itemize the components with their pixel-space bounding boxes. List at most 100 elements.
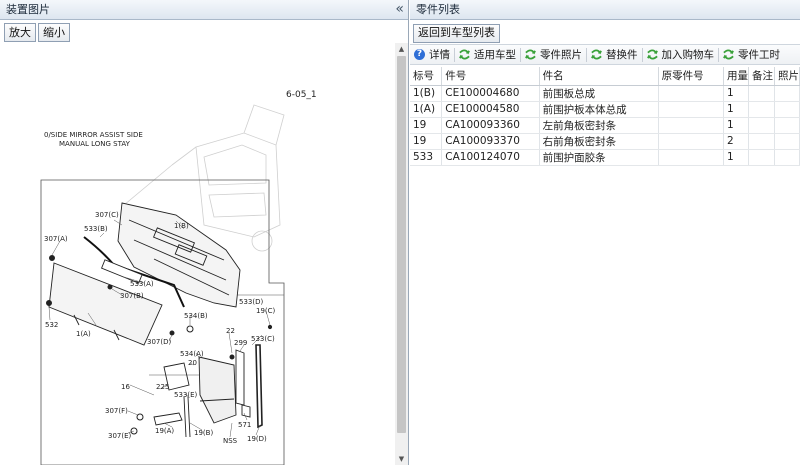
col-part-no[interactable]: 件号 bbox=[441, 67, 540, 86]
cell-qty: 2 bbox=[723, 133, 749, 150]
table-row[interactable]: 19 CA100093370 右前角板密封条 2 bbox=[410, 133, 800, 150]
callout-nss[interactable]: NSS bbox=[223, 437, 238, 445]
callout-307d[interactable]: 307(D) bbox=[147, 338, 171, 346]
truck-cab-outline bbox=[123, 104, 285, 252]
callout-19d[interactable]: 19(D) bbox=[247, 435, 267, 443]
action-details-button[interactable]: ? 详情 bbox=[410, 45, 454, 64]
bolt-19c bbox=[267, 324, 273, 330]
cell-ref: 19 bbox=[410, 133, 443, 150]
cell-photo bbox=[774, 133, 800, 150]
callout-19b[interactable]: 19(B) bbox=[194, 429, 213, 437]
callout-1a[interactable]: 1(A) bbox=[76, 330, 91, 338]
arrows-icon bbox=[591, 49, 602, 60]
callout-16[interactable]: 16 bbox=[121, 383, 130, 391]
action-part-photos-label: 零件照片 bbox=[540, 49, 582, 61]
parts-list-title: 零件列表 bbox=[416, 3, 460, 16]
col-name[interactable]: 件名 bbox=[539, 67, 659, 86]
toolbar-separator bbox=[586, 47, 587, 62]
diagram-scrollbar[interactable]: ▲ ▼ bbox=[395, 43, 408, 465]
cell-name: 右前角板密封条 bbox=[539, 133, 659, 150]
callout-307c[interactable]: 307(C) bbox=[95, 211, 119, 219]
arrows-icon bbox=[459, 49, 470, 60]
table-row[interactable]: 1(A) CE100004580 前围护板本体总成 1 bbox=[410, 101, 800, 118]
diagram-panel: 装置图片 « 放大 缩小 6-05_1 0/SIDE MIRROR ASSIST… bbox=[0, 0, 409, 465]
col-ref[interactable]: 标号 bbox=[410, 67, 443, 86]
action-replacement-label: 替换件 bbox=[606, 49, 638, 61]
cell-orig bbox=[658, 117, 725, 134]
scroll-down-icon[interactable]: ▼ bbox=[398, 455, 405, 463]
callout-labels: 307(C) 533(B) 1(B) 307(A) 533(A) 307(B) … bbox=[44, 211, 276, 445]
parts-list-panel: 零件列表 返回到车型列表 ? 详情 适用车型 零件照片 替换件 bbox=[410, 0, 800, 465]
action-add-to-cart-button[interactable]: 加入购物车 bbox=[643, 45, 719, 64]
callout-534b[interactable]: 534(B) bbox=[184, 312, 208, 320]
scroll-thumb[interactable] bbox=[397, 56, 406, 433]
action-labor-hours-button[interactable]: 零件工时 bbox=[719, 45, 784, 64]
callout-533d[interactable]: 533(D) bbox=[239, 298, 263, 306]
cell-orig bbox=[658, 149, 725, 166]
mirror-note-line1: 0/SIDE MIRROR ASSIST SIDE bbox=[44, 131, 143, 139]
col-photo[interactable]: 照片 bbox=[774, 67, 800, 86]
callout-307f[interactable]: 307(F) bbox=[105, 407, 128, 415]
callout-19a[interactable]: 19(A) bbox=[155, 427, 174, 435]
callout-534a[interactable]: 534(A) bbox=[180, 350, 204, 358]
table-row[interactable]: 19 CA100093360 左前角板密封条 1 bbox=[410, 117, 800, 134]
front-panel-shape bbox=[117, 202, 241, 308]
callout-532[interactable]: 532 bbox=[45, 321, 58, 329]
bolt-532 bbox=[46, 300, 52, 306]
bolt-307d bbox=[169, 330, 175, 336]
scroll-up-icon[interactable]: ▲ bbox=[398, 45, 405, 53]
callout-19c[interactable]: 19(C) bbox=[256, 307, 276, 315]
cap-534b bbox=[186, 325, 194, 333]
cell-note bbox=[748, 101, 775, 118]
diagram-panel-title: 装置图片 bbox=[6, 3, 50, 16]
action-part-photos-button[interactable]: 零件照片 bbox=[521, 45, 586, 64]
callout-571[interactable]: 571 bbox=[238, 421, 251, 429]
back-to-models-button[interactable]: 返回到车型列表 bbox=[413, 24, 500, 43]
arrows-icon bbox=[723, 49, 734, 60]
bolt-307f bbox=[136, 413, 144, 421]
cell-qty: 1 bbox=[723, 85, 749, 102]
col-qty[interactable]: 用量 bbox=[723, 67, 749, 86]
cell-orig bbox=[658, 85, 725, 102]
toolbar-separator bbox=[641, 47, 643, 62]
callout-22[interactable]: 22 bbox=[226, 327, 235, 335]
collapse-panel-icon[interactable]: « bbox=[395, 1, 404, 17]
cell-ref: 533 bbox=[410, 149, 443, 166]
callout-20[interactable]: 20 bbox=[188, 359, 197, 367]
action-replacement-button[interactable]: 替换件 bbox=[587, 45, 642, 64]
cell-orig bbox=[658, 101, 725, 118]
cell-qty: 1 bbox=[723, 149, 749, 166]
diagram-panel-header: 装置图片 « bbox=[0, 0, 408, 20]
cell-ref: 1(B) bbox=[410, 85, 443, 102]
table-row[interactable]: 1(B) CE100004680 前围板总成 1 bbox=[410, 85, 800, 102]
toolbar-separator bbox=[454, 47, 455, 62]
callout-533c[interactable]: 533(C) bbox=[251, 335, 275, 343]
col-note[interactable]: 备注 bbox=[748, 67, 775, 86]
arrows-icon bbox=[525, 49, 536, 60]
callout-307b[interactable]: 307(B) bbox=[120, 292, 144, 300]
callout-299[interactable]: 299 bbox=[234, 339, 247, 347]
cell-photo bbox=[774, 117, 800, 134]
table-row[interactable]: 533 CA100124070 前围护面胶条 1 bbox=[410, 149, 800, 166]
cell-ref: 19 bbox=[410, 117, 443, 134]
callout-533b[interactable]: 533(B) bbox=[84, 225, 108, 233]
callout-533e[interactable]: 533(E) bbox=[174, 391, 198, 399]
callout-225[interactable]: 225 bbox=[156, 383, 169, 391]
callout-307a[interactable]: 307(A) bbox=[44, 235, 68, 243]
bolt-22 bbox=[229, 354, 235, 360]
callout-307e[interactable]: 307(E) bbox=[108, 432, 132, 440]
action-applicable-models-button[interactable]: 适用车型 bbox=[455, 45, 520, 64]
zoom-in-button[interactable]: 放大 bbox=[4, 23, 36, 42]
callout-533a[interactable]: 533(A) bbox=[130, 280, 154, 288]
parts-action-bar: ? 详情 适用车型 零件照片 替换件 加入购物车 bbox=[410, 44, 800, 65]
col-orig-part-no[interactable]: 原零件号 bbox=[658, 67, 725, 86]
cell-qty: 1 bbox=[723, 117, 749, 134]
callout-1b[interactable]: 1(B) bbox=[174, 222, 189, 230]
toolbar-separator bbox=[520, 47, 521, 62]
parts-diagram[interactable]: 6-05_1 0/SIDE MIRROR ASSIST SIDE MANUAL … bbox=[4, 45, 394, 465]
action-labor-hours-label: 零件工时 bbox=[738, 49, 780, 61]
cell-part-no: CA100093370 bbox=[441, 133, 540, 150]
cell-name: 左前角板密封条 bbox=[539, 117, 659, 134]
zoom-out-button[interactable]: 缩小 bbox=[38, 23, 70, 42]
